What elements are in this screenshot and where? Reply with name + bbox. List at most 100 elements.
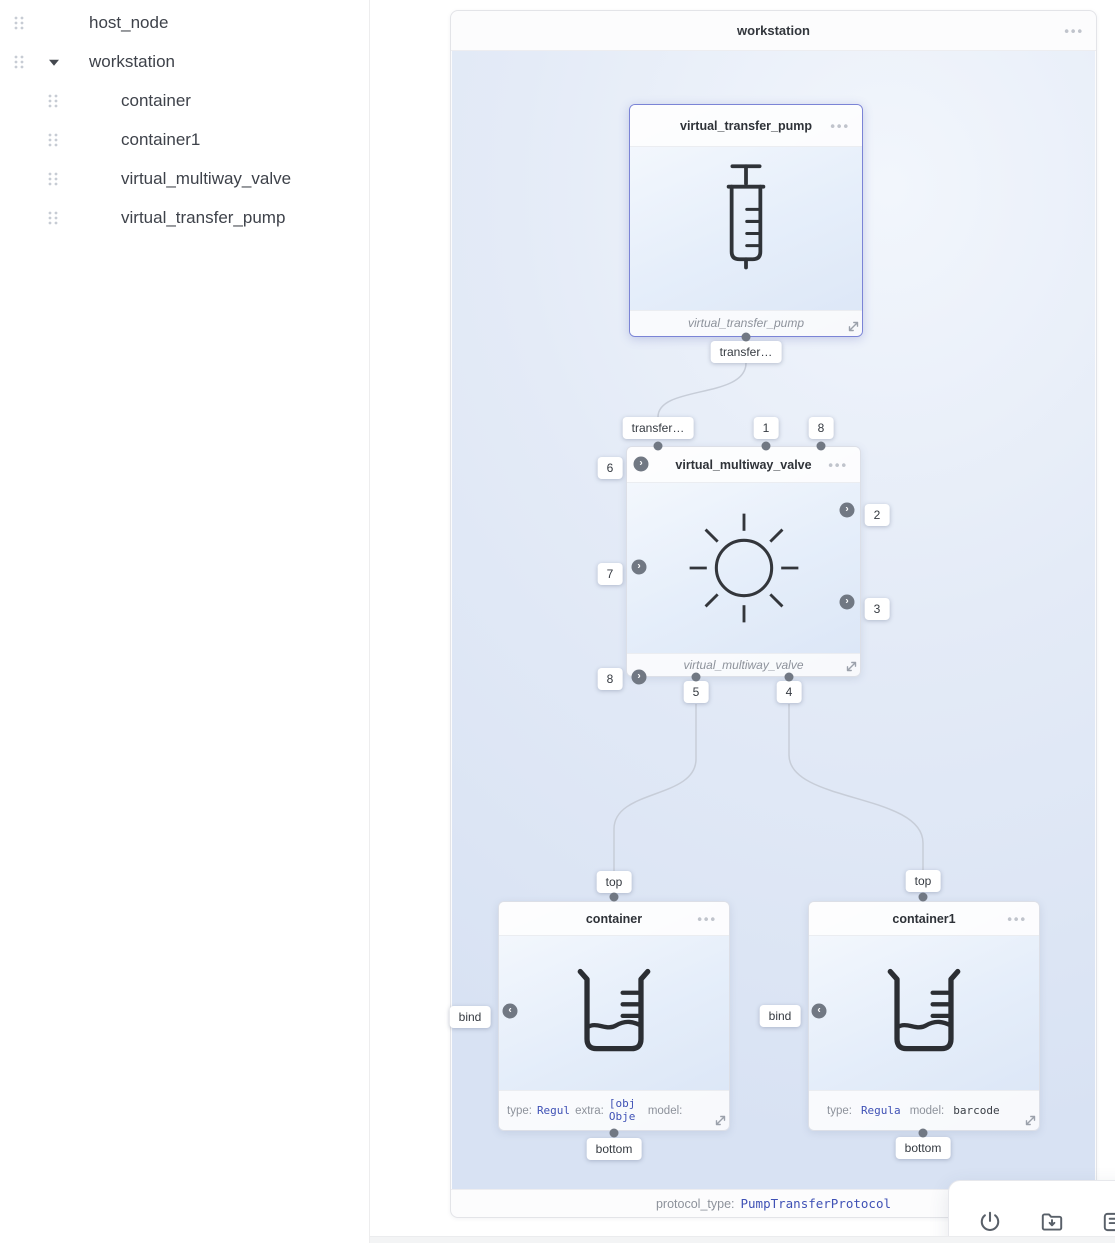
port-label-valve-transfer[interactable]: transfer… — [622, 417, 694, 439]
node-menu-icon[interactable]: ••• — [828, 457, 848, 472]
node-body — [627, 483, 860, 653]
horizontal-scrollbar[interactable] — [370, 1236, 1115, 1243]
canvas-action-toolbar — [948, 1180, 1115, 1243]
node-footer: type: Regula model: barcode — [809, 1090, 1039, 1130]
node-container[interactable]: container ••• type: Regul — [498, 901, 730, 1131]
port-label-container1-bottom[interactable]: bottom — [895, 1137, 951, 1159]
caret-down-icon[interactable] — [49, 59, 59, 66]
resize-handle-icon[interactable] — [1025, 1115, 1036, 1126]
port-label-valve-8-left[interactable]: 8 — [597, 668, 623, 690]
port-label-valve-5[interactable]: 5 — [683, 681, 709, 703]
container1-bottom-port-dot[interactable] — [918, 1128, 928, 1138]
field-value[interactable]: barcode — [953, 1104, 1000, 1117]
workstation-group-node[interactable]: workstation ••• protocol_type: PumpTrans… — [449, 10, 1097, 1218]
container-bind-port-dot[interactable]: ‹ — [502, 1003, 518, 1019]
valve-rotor-icon — [689, 513, 798, 623]
field-label: model: — [647, 1104, 683, 1117]
flow-canvas[interactable]: workstation ••• protocol_type: PumpTrans… — [370, 0, 1115, 1243]
port-label-valve-2[interactable]: 2 — [864, 504, 890, 526]
save-export-button[interactable] — [1033, 1203, 1071, 1241]
sidebar: host_node workstation container containe… — [0, 0, 370, 1243]
valve-port-3-dot[interactable]: › — [839, 594, 855, 610]
resize-handle-icon[interactable] — [715, 1115, 726, 1126]
sidebar-item-virtual-transfer-pump[interactable]: virtual_transfer_pump — [0, 198, 369, 237]
drag-handle-icon[interactable] — [13, 15, 25, 31]
valve-port-6-dot[interactable]: › — [633, 456, 649, 472]
sidebar-item-host-node[interactable]: host_node — [0, 3, 369, 42]
node-title: virtual_multiway_valve — [675, 457, 812, 472]
field-label: type: — [507, 1104, 532, 1117]
node-menu-icon[interactable]: ••• — [1007, 911, 1027, 926]
power-button[interactable] — [971, 1203, 1009, 1241]
node-header[interactable]: virtual_multiway_valve ••• — [627, 447, 860, 483]
field-value[interactable]: [obj Obje — [608, 1096, 636, 1123]
valve-port-8-top-dot[interactable] — [816, 441, 826, 451]
sidebar-item-label: container — [121, 90, 191, 110]
node-footer: type: Regul extra: [obj Obje model: — [499, 1090, 729, 1130]
sidebar-item-label: container1 — [121, 129, 201, 149]
port-label-container-bottom[interactable]: bottom — [586, 1138, 642, 1160]
drag-handle-icon[interactable] — [47, 171, 59, 187]
protocol-type-label: protocol_type: — [655, 1196, 735, 1211]
sidebar-item-container1[interactable]: container1 — [0, 120, 369, 159]
node-type-caption: virtual_transfer_pump — [687, 316, 805, 330]
drag-handle-icon[interactable] — [47, 210, 59, 226]
node-header[interactable]: container1 ••• — [809, 902, 1039, 936]
drag-handle-icon[interactable] — [47, 93, 59, 109]
valve-port-1-dot[interactable] — [761, 441, 771, 451]
port-label-container-top[interactable]: top — [596, 871, 632, 893]
group-menu-icon[interactable]: ••• — [1064, 23, 1084, 38]
sidebar-item-label: virtual_transfer_pump — [121, 207, 286, 227]
container1-top-port-dot[interactable] — [918, 892, 928, 902]
container-top-port-dot[interactable] — [609, 892, 619, 902]
drag-handle-icon[interactable] — [47, 132, 59, 148]
sidebar-item-container[interactable]: container — [0, 81, 369, 120]
resize-handle-icon[interactable] — [846, 661, 857, 672]
node-menu-icon[interactable]: ••• — [830, 118, 850, 133]
sidebar-item-workstation[interactable]: workstation — [0, 42, 369, 81]
port-label-valve-8-top[interactable]: 8 — [808, 417, 834, 439]
port-label-container1-top[interactable]: top — [905, 870, 941, 892]
valve-port-5-dot[interactable] — [691, 672, 701, 682]
container1-bind-port-dot[interactable]: ‹ — [811, 1003, 827, 1019]
valve-port-4-dot[interactable] — [784, 672, 794, 682]
port-label-valve-1[interactable]: 1 — [753, 417, 779, 439]
valve-port-7-dot[interactable]: › — [631, 559, 647, 575]
node-menu-icon[interactable]: ••• — [697, 911, 717, 926]
node-title: virtual_transfer_pump — [680, 118, 812, 133]
sidebar-item-virtual-multiway-valve[interactable]: virtual_multiway_valve — [0, 159, 369, 198]
node-virtual-transfer-pump[interactable]: virtual_transfer_pump ••• — [629, 104, 863, 337]
node-virtual-multiway-valve[interactable]: virtual_multiway_valve ••• — [626, 446, 861, 677]
clipped-button[interactable] — [1095, 1203, 1115, 1241]
field-label: extra: — [575, 1104, 604, 1117]
port-label-valve-4[interactable]: 4 — [776, 681, 802, 703]
valve-port-8-left-dot[interactable]: › — [631, 669, 647, 685]
node-body — [809, 936, 1039, 1090]
group-header[interactable]: workstation ••• — [451, 11, 1096, 51]
port-label-container1-bind[interactable]: bind — [759, 1005, 801, 1027]
valve-transfer-port-dot[interactable] — [653, 441, 663, 451]
node-title: container1 — [892, 911, 956, 926]
node-container1[interactable]: container1 ••• type: Regula — [808, 901, 1040, 1131]
resize-handle-icon[interactable] — [848, 321, 859, 332]
field-value[interactable]: Regula — [860, 1104, 901, 1117]
port-label-valve-6[interactable]: 6 — [597, 457, 623, 479]
container-bottom-port-dot[interactable] — [609, 1128, 619, 1138]
node-header[interactable]: virtual_transfer_pump ••• — [630, 105, 862, 147]
pump-transfer-port-dot[interactable] — [741, 332, 751, 342]
node-header[interactable]: container ••• — [499, 902, 729, 936]
port-label-valve-3[interactable]: 3 — [864, 598, 890, 620]
drag-handle-icon[interactable] — [13, 54, 25, 70]
folder-down-icon — [1041, 1213, 1063, 1231]
valve-port-2-dot[interactable]: › — [839, 502, 855, 518]
field-value[interactable]: Regul — [536, 1104, 571, 1117]
port-label-valve-7[interactable]: 7 — [597, 563, 623, 585]
node-footer: virtual_multiway_valve — [627, 653, 860, 676]
port-label-pump-transfer[interactable]: transfer… — [710, 341, 782, 363]
node-footer: virtual_transfer_pump — [630, 310, 862, 336]
node-body — [499, 936, 729, 1090]
field-label: model: — [909, 1104, 945, 1117]
sidebar-item-label: workstation — [89, 51, 175, 71]
port-label-container-bind[interactable]: bind — [449, 1006, 491, 1028]
